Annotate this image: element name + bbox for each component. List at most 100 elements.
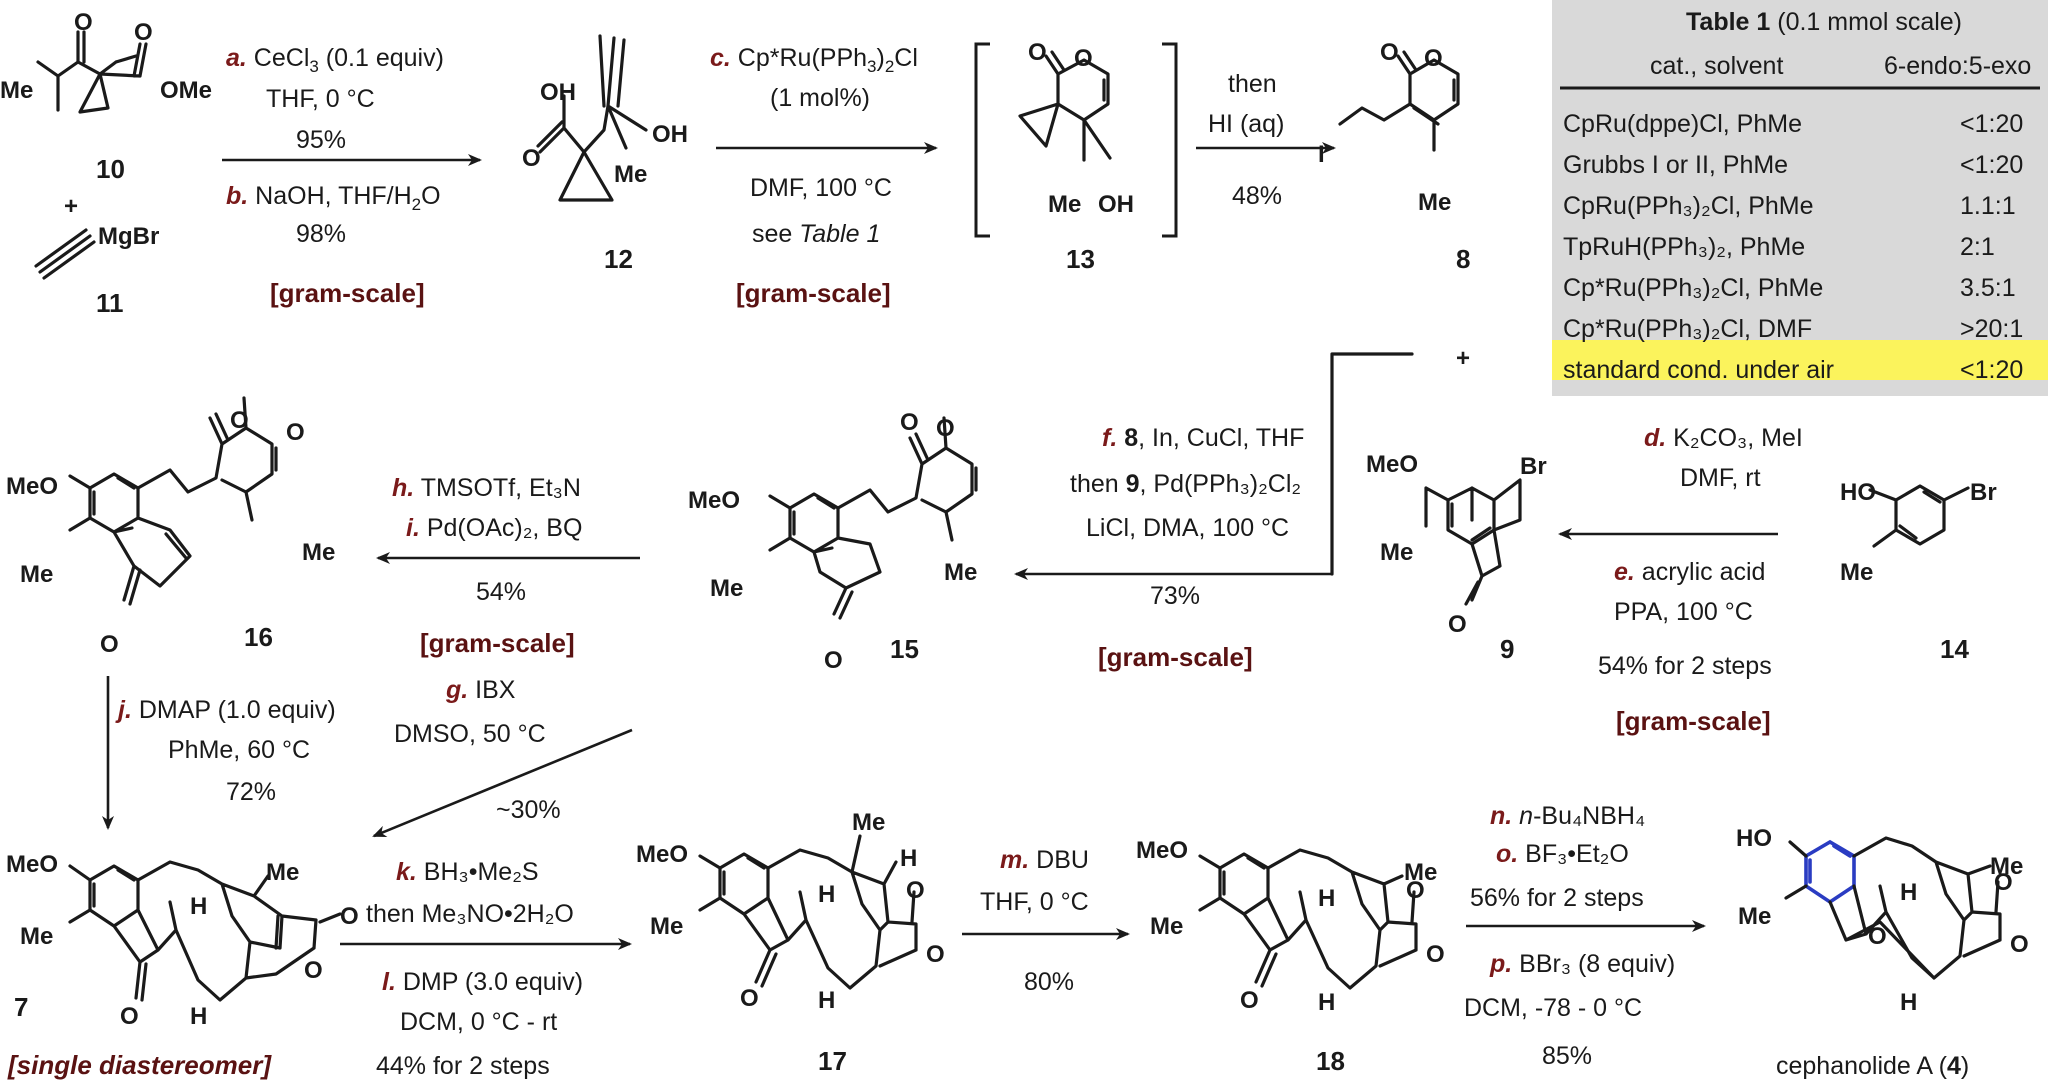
h-label: H: [818, 881, 835, 908]
br-label: Br: [1970, 479, 1997, 506]
step-e-conditions: e. acrylic acid PPA, 100 °C 54% for 2 st…: [1598, 558, 1772, 680]
me-label: Me: [1380, 539, 1413, 566]
step-b-conditions: b. NaOH, THF/H2O 98%: [226, 182, 441, 248]
table-cell-ratio: <1:20: [1960, 151, 2023, 179]
compound-17-structure: MeO Me Me H H H O O O: [636, 809, 945, 1014]
compound-15-structure: O O MeO Me Me O: [688, 409, 978, 674]
mgbr-label: MgBr: [98, 223, 159, 250]
table-cell-ratio: 2:1: [1960, 233, 1995, 261]
o-atom: O: [1448, 611, 1467, 638]
svg-text:80%: 80%: [1024, 968, 1074, 996]
o-atom: O: [1028, 39, 1047, 66]
o-atom: O: [286, 419, 305, 446]
compound-18-number: 18: [1316, 1046, 1345, 1076]
svg-text:f. 8, In, CuCl, THF: f. 8, In, CuCl, THF: [1102, 424, 1304, 452]
compound-7-number: 7: [14, 992, 28, 1022]
table-cell-ratio: 1.1:1: [1960, 192, 2016, 220]
reaction-arrow: [372, 728, 633, 838]
me-label: Me: [1150, 913, 1183, 940]
h-label: H: [1318, 885, 1335, 912]
compound-7-structure: MeO Me Me H H O O O: [6, 851, 359, 1030]
o-atom: O: [340, 903, 359, 930]
compound-12-number: 12: [604, 244, 633, 274]
table-cell-catalyst: standard cond. under air: [1563, 356, 1834, 384]
compound-9-structure: MeO Br Me O: [1366, 451, 1547, 638]
svg-text:then Me₃NO•2H₂O: then Me₃NO•2H₂O: [366, 900, 574, 928]
plus-sign: +: [64, 193, 78, 220]
svg-text:48%: 48%: [1232, 182, 1282, 210]
svg-text:b. NaOH, THF/H2O: b. NaOH, THF/H2O: [226, 182, 441, 214]
o-atom: O: [1426, 941, 1445, 968]
step-a-conditions: a. CeCl3 (0.1 equiv) THF, 0 °C 95%: [226, 44, 444, 154]
o-atom: O: [740, 985, 759, 1012]
table-col-ratio: 6-endo:5-exo: [1884, 52, 2031, 80]
gram-scale-badge: [gram-scale]: [1616, 706, 1771, 736]
svg-text:a. CeCl3 (0.1 equiv): a. CeCl3 (0.1 equiv): [226, 44, 444, 76]
oh-label: OH: [652, 121, 688, 148]
o-atom: O: [74, 9, 93, 36]
svg-text:i. Pd(OAc)₂, BQ: i. Pd(OAc)₂, BQ: [406, 514, 582, 542]
svg-text:THF, 0 °C: THF, 0 °C: [266, 85, 375, 113]
step-f-conditions: f. 8, In, CuCl, THF then 9, Pd(PPh₃)₂Cl₂…: [1070, 424, 1304, 610]
me-label: Me: [650, 913, 683, 940]
me-label: Me: [1404, 859, 1437, 886]
gram-scale-badge: [gram-scale]: [736, 278, 891, 308]
compound-14-structure: HO Br Me: [1840, 479, 1997, 586]
table-cell-catalyst: TpRuH(PPh₃)₂, PhMe: [1563, 233, 1805, 261]
ome-label: OMe: [160, 77, 212, 104]
meo-label: MeO: [6, 473, 58, 500]
o-atom: O: [906, 877, 925, 904]
compound-11-structure: MgBr: [34, 223, 159, 280]
compound-16-structure: O O MeO Me Me O: [6, 396, 335, 658]
table-title: Table 1 (0.1 mmol scale): [1686, 8, 1962, 36]
svg-text:o. BF₃•Et₂O: o. BF₃•Et₂O: [1496, 840, 1629, 868]
svg-text:72%: 72%: [226, 778, 276, 806]
h-label: H: [190, 893, 207, 920]
step-c-conditions: c. Cp*Ru(PPh3)2Cl (1 mol%) DMF, 100 °C s…: [710, 44, 918, 248]
svg-text:DMF, 100 °C: DMF, 100 °C: [750, 174, 892, 202]
svg-text:h. TMSOTf, Et₃N: h. TMSOTf, Et₃N: [392, 474, 581, 502]
svg-text:c. Cp*Ru(PPh3)2Cl: c. Cp*Ru(PPh3)2Cl: [710, 44, 918, 76]
svg-text:d. K₂CO₃, MeI: d. K₂CO₃, MeI: [1644, 424, 1803, 452]
table-1: Table 1 (0.1 mmol scale) cat., solvent 6…: [1552, 0, 2048, 396]
single-diastereomer-note: [single diastereomer]: [7, 1050, 272, 1080]
o-atom: O: [900, 409, 919, 436]
o-atom: O: [824, 647, 843, 674]
o-atom: O: [100, 631, 119, 658]
svg-text:54% for 2 steps: 54% for 2 steps: [1598, 652, 1772, 680]
me-label: Me: [944, 559, 977, 586]
step-d-conditions: d. K₂CO₃, MeI DMF, rt: [1644, 424, 1803, 492]
h-label: H: [1900, 879, 1917, 906]
svg-text:DMF, rt: DMF, rt: [1680, 464, 1761, 492]
compound-16-number: 16: [244, 622, 273, 652]
svg-text:(1 mol%): (1 mol%): [770, 84, 870, 112]
step-g-conditions: g. IBX DMSO, 50 °C ~30%: [394, 676, 561, 824]
table-highlight-row: [1552, 340, 2048, 380]
compound-4-name: cephanolide A (4): [1776, 1052, 1969, 1080]
me-label: Me: [20, 561, 53, 588]
step-no-conditions: n. n-Bu₄NBH₄ o. BF₃•Et₂O 56% for 2 steps: [1470, 802, 1645, 912]
table-cell-ratio: >20:1: [1960, 315, 2023, 343]
meo-label: MeO: [1366, 451, 1418, 478]
h-label: H: [1900, 989, 1917, 1016]
step-m-conditions: m. DBU THF, 0 °C 80%: [980, 846, 1089, 996]
o-atom: O: [120, 1003, 139, 1030]
compound-13-structure: O O Me OH: [1018, 39, 1134, 218]
svg-text:n. n-Bu₄NBH₄: n. n-Bu₄NBH₄: [1490, 802, 1645, 830]
compound-14-number: 14: [1940, 634, 1969, 664]
o-atom: O: [134, 19, 153, 46]
svg-text:85%: 85%: [1542, 1042, 1592, 1070]
me-label: Me: [1418, 189, 1451, 216]
me-label: Me: [852, 809, 885, 836]
svg-text:DCM, -78 - 0 °C: DCM, -78 - 0 °C: [1464, 994, 1642, 1022]
svg-text:44% for 2 steps: 44% for 2 steps: [376, 1052, 550, 1080]
o-atom: O: [926, 941, 945, 968]
svg-text:j. DMAP (1.0 equiv): j. DMAP (1.0 equiv): [115, 696, 336, 724]
svg-text:98%: 98%: [296, 220, 346, 248]
compound-8-number: 8: [1456, 244, 1470, 274]
compound-10-structure: O O Me OMe: [0, 9, 212, 114]
plus-sign: +: [1456, 345, 1470, 372]
meo-label: MeO: [6, 851, 58, 878]
o-atom: O: [522, 145, 541, 172]
